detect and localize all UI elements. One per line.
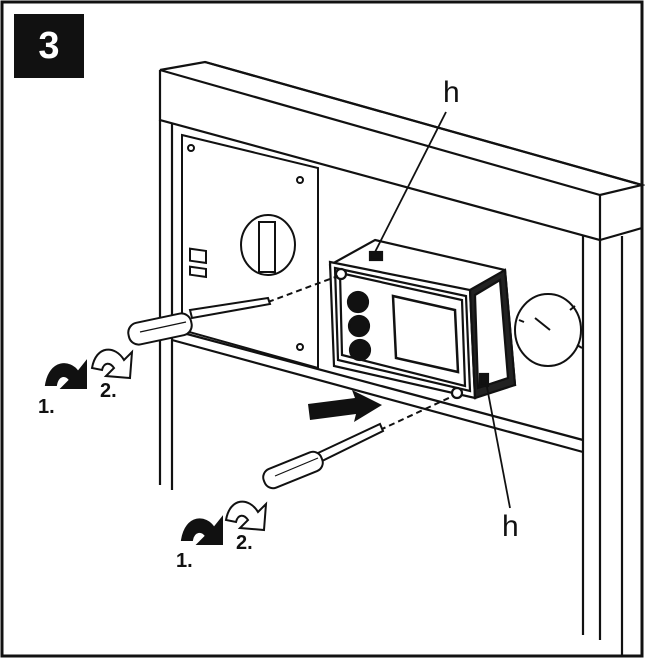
- rotate-arrows-lower: [180, 500, 268, 545]
- turn-step-1-upper: 1.: [38, 396, 55, 418]
- gauge: [514, 293, 583, 367]
- leader-h-top: [373, 111, 447, 255]
- leader-h-bottom: [485, 381, 511, 509]
- step-number-badge: 3: [14, 14, 84, 78]
- turn-step-2-upper: 2.: [100, 380, 117, 402]
- label-h-bottom: h: [502, 510, 519, 543]
- turn-step-1-lower: 1.: [176, 550, 193, 572]
- cabinet: [158, 60, 645, 656]
- screwdriver-lower: [262, 395, 454, 490]
- control-unit: [328, 238, 517, 400]
- turn-step-2-lower: 2.: [236, 532, 253, 554]
- rotate-arrows-upper: [44, 348, 134, 389]
- control-plate: [181, 133, 319, 370]
- label-h-top: h: [443, 76, 460, 109]
- push-arrow: [308, 390, 382, 422]
- screwdriver-upper: [127, 275, 339, 346]
